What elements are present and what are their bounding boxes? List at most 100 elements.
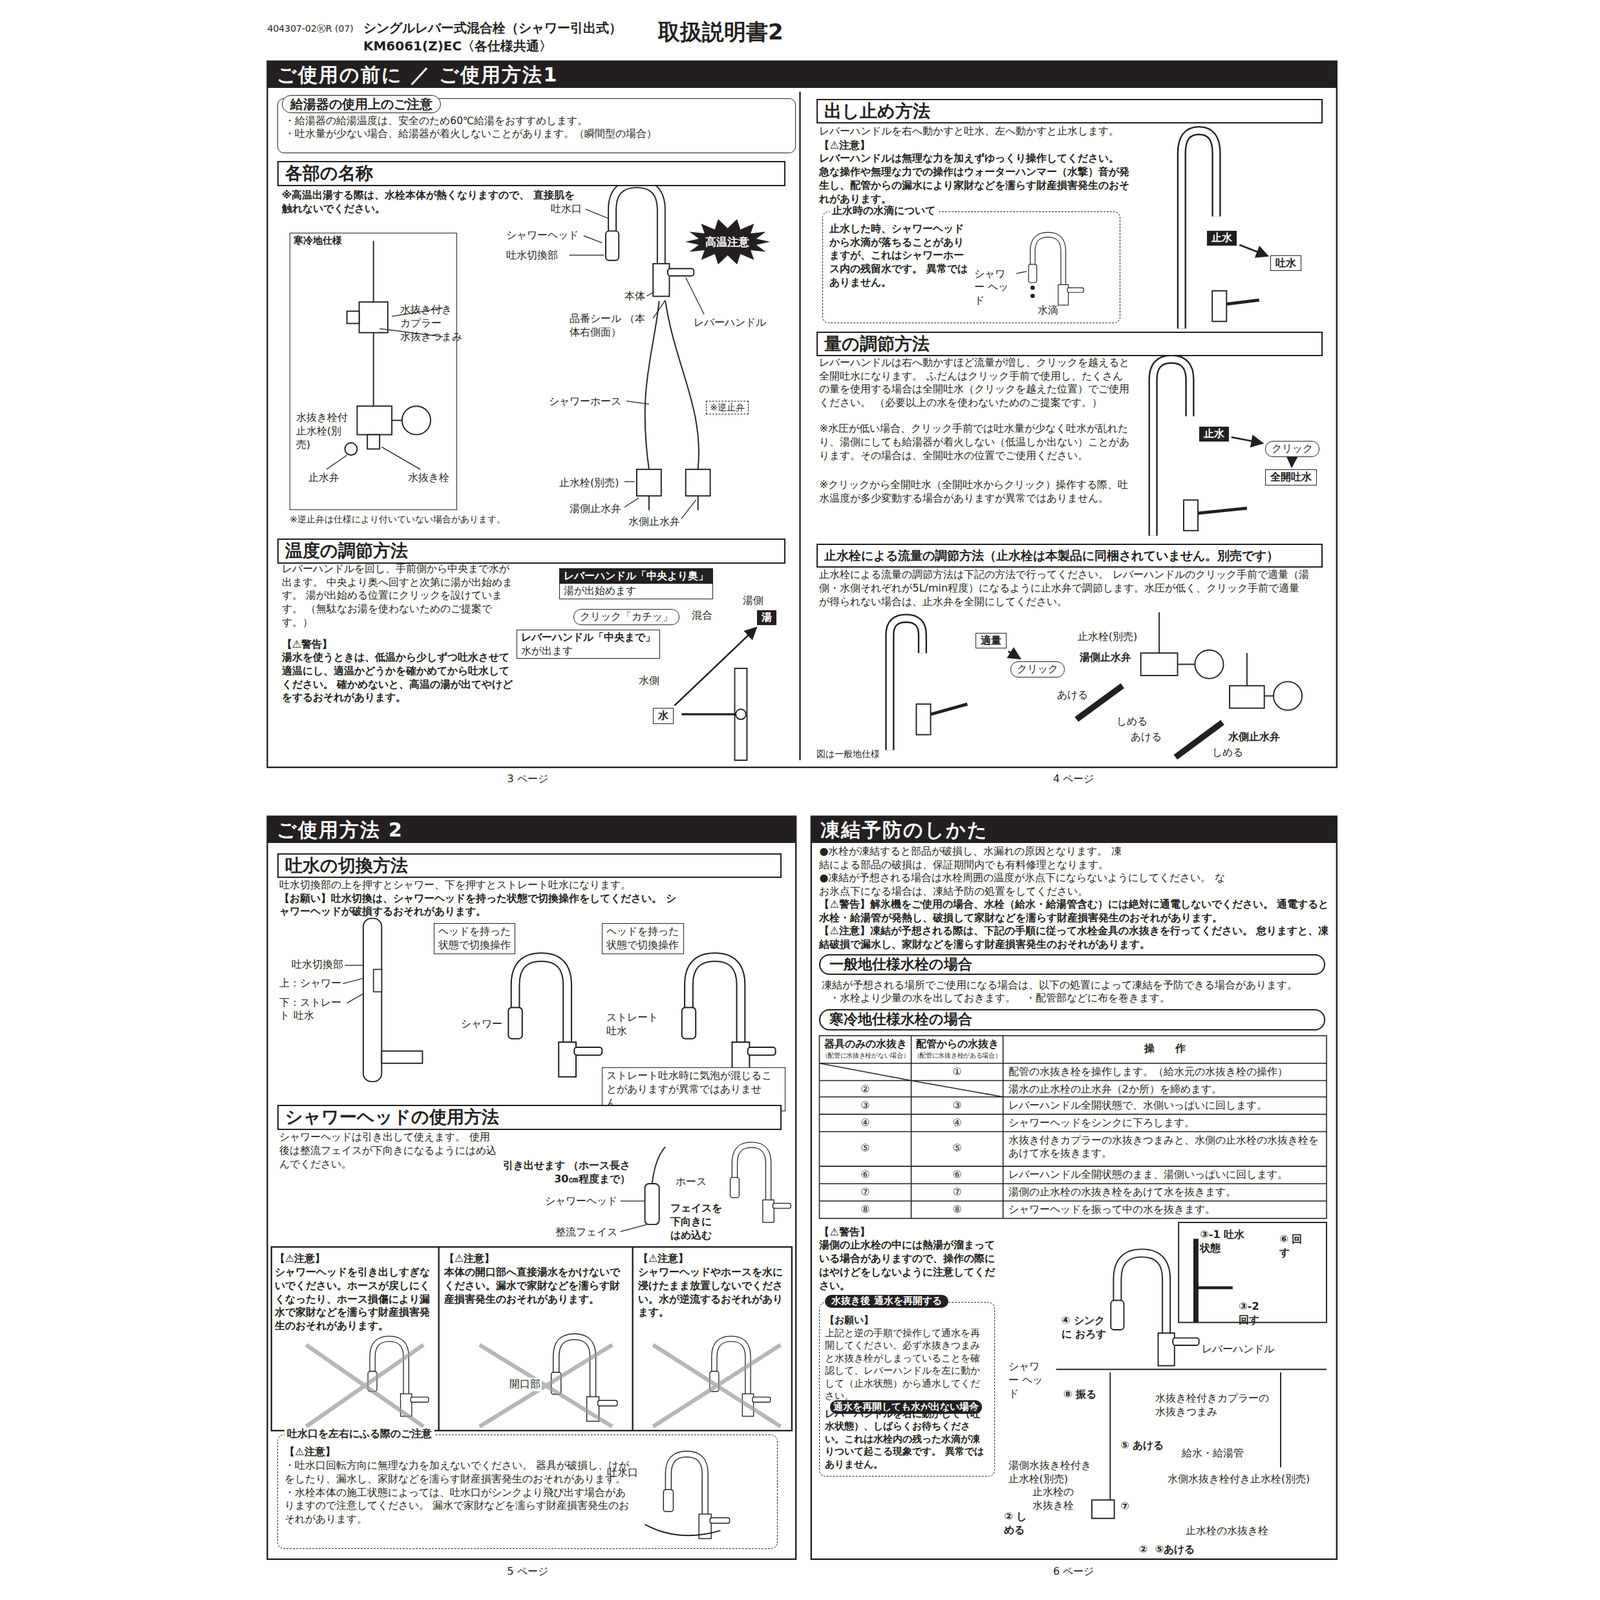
label: 引き出せます （ホース長さ30㎝程度まで） <box>490 1159 631 1187</box>
node-text: クリック <box>1016 662 1059 677</box>
node-text: 水 <box>658 709 669 723</box>
node-text: 一般地仕様水栓の場合 <box>829 955 1315 975</box>
click-tag: クリック <box>1265 440 1320 458</box>
hoses-and-valves-rect <box>636 469 662 496</box>
state-tag: 適量 <box>975 632 1007 650</box>
freeze-table <box>819 1035 1326 1219</box>
label: 上：シャワー <box>279 976 342 991</box>
label: （配管に水抜き栓がない場合） <box>819 1051 911 1060</box>
label: レバーハンドル <box>693 316 767 330</box>
label: ③ <box>819 1098 911 1113</box>
faucet-drawings-use <box>1028 234 1084 306</box>
node-text: 湯が出始めます <box>559 583 713 599</box>
leader-lines-line <box>585 209 609 219</box>
label: ④ <box>911 1116 1004 1131</box>
freeze-table-line <box>819 1165 1326 1167</box>
label: ストレート 吐水 <box>606 1011 662 1039</box>
hoses-and-valves-line <box>373 241 375 303</box>
state-tag: 湯 <box>757 610 777 626</box>
faucet-drawings-use <box>709 1338 771 1417</box>
freeze-table-line <box>911 1080 1004 1098</box>
note-box: ヘッドを持った状態で切換操作 <box>601 923 684 955</box>
label: 下：ストレート 吐水 <box>279 996 345 1024</box>
section-heading: 温度の調節方法 <box>277 538 786 564</box>
label: 4 ページ <box>1053 772 1094 787</box>
hoses-and-valves-path <box>665 301 699 470</box>
section-band: 凍結予防のしかた <box>811 816 1337 843</box>
label: ⑧ 振る <box>1063 1387 1097 1402</box>
freeze-table-line <box>819 1113 1326 1116</box>
node-text: 凍結予防のしかた <box>820 817 989 843</box>
callout-box: レバーハンドル「中央より奥」湯が出始めます <box>559 568 714 600</box>
label: シャワー <box>460 1017 503 1032</box>
node-text: 出し止め方法 <box>824 100 1315 122</box>
label: レバーハンドルを右へ動かすと吐水、左へ動かすと止水します。 <box>819 124 1120 139</box>
label: 3 ページ <box>506 772 548 787</box>
page-frames-line <box>631 1247 633 1431</box>
hoses-and-valves-line <box>697 495 699 511</box>
freeze-table-rect <box>819 1035 1326 1219</box>
leader-lines-line <box>647 291 655 296</box>
label: 吐水切換部の上を押すとシャワー、下を押すとストレート吐水になります。 <box>279 878 631 893</box>
side-view-faucets-path <box>1181 130 1217 329</box>
freeze-table-line <box>819 1062 1326 1065</box>
node-text: 止水した時、シャワーヘッドから水滴が落ちることがありますが、これはシャワーホース… <box>829 222 973 290</box>
label: 【⚠警告】解氷機をご使用の場合、水栓（給水・給湯管含む）には絶対に通電しないでく… <box>819 897 1330 926</box>
state-tag: 止水 <box>1206 230 1237 246</box>
click-tag: クリック <box>1010 661 1065 678</box>
label: フェイスを 下向きに はめ込む <box>670 1201 724 1242</box>
connector-arrow <box>1290 459 1293 467</box>
freeze-drawing-line <box>1280 1372 1282 1468</box>
valves-and-drivers-rect <box>1229 685 1265 709</box>
label: 水側止水弁 <box>1228 730 1280 745</box>
label: ホース <box>675 1175 707 1189</box>
node-text: レバーハンドルを右に動かして（吐水状態）、しばらくお待ちください。これは水栓内の… <box>824 1408 989 1472</box>
hoses-and-valves-line <box>391 419 403 421</box>
label: ※逆止弁は仕様により付いていない場合があります。 <box>289 513 506 525</box>
label: レバーハンドル <box>1201 1342 1275 1357</box>
label: ③-2 回す <box>1238 1300 1272 1328</box>
hoses-and-valves-circle <box>345 442 358 456</box>
prohibition-marks-line <box>479 1344 613 1427</box>
caution-column: 【⚠注意】本体の開口部へ直接湯水をかけないでください。漏水で家財などを濡らす財産… <box>442 1250 629 1308</box>
label: ② <box>1139 1543 1149 1557</box>
node-text: シャワーヘッドやホースを水に浸けたまま放置しないでください。水が逆流するおそれが… <box>638 1265 789 1320</box>
label: 湯水を使うときは、低温から少しずつ吐水させて適温にし、適温かどうかを確かめてから… <box>281 650 515 705</box>
node-text: 【⚠注意】 <box>444 1252 628 1266</box>
valves-and-drivers-circle <box>1273 681 1302 710</box>
node-text: 【お願い】 <box>824 1314 989 1328</box>
connector-arrow <box>674 627 757 706</box>
label: ⑤ <box>819 1141 911 1156</box>
side-view-faucets-rect <box>363 918 382 1083</box>
side-view-faucets-line <box>681 713 736 715</box>
side-view-faucets-circle <box>735 709 747 720</box>
node-text: 【⚠注意】 <box>274 1252 434 1266</box>
label: 【⚠警告】 <box>281 638 333 652</box>
label: 混合 <box>691 608 713 623</box>
label: 水抜き栓 <box>407 471 450 485</box>
leader-lines-line <box>326 455 348 470</box>
label: 【お願い】吐水切換は、シャワーヘッドを持った状態で切換操作をしてください。 シャ… <box>279 892 678 920</box>
hoses-and-valves-line <box>373 332 375 407</box>
label: 【⚠注意】凍結が予想される際は、下記の手順に従って水栓金具の水抜きを行ってくださ… <box>819 924 1330 952</box>
label: しめる <box>1116 714 1148 729</box>
node-text: 各部の名称 <box>285 162 778 184</box>
section-heading: 量の調節方法 <box>816 331 1323 357</box>
label: 開口部 <box>508 1377 542 1392</box>
label: 本体 <box>624 289 646 304</box>
label: ・配管部などに布を巻きます。 <box>1025 991 1171 1006</box>
note-tag: ※逆止弁 <box>705 400 749 414</box>
label: レバーハンドルを回し、手前側から中央まで水が出ます。 中央より奥へ回すと次第に湯… <box>281 562 515 630</box>
note-box: ヘッドを持った状態で切換操作 <box>433 923 516 955</box>
side-view-faucets-rect <box>645 1183 660 1225</box>
caution-column: 【⚠注意】シャワーヘッドやホースを水に浸けたまま放置しないでください。水が逆流す… <box>636 1250 790 1321</box>
leader-lines-line <box>583 235 602 244</box>
side-view-faucets-rect <box>373 969 383 993</box>
page-frames-rect <box>267 816 797 1560</box>
label: ⑥ 回す <box>1279 1232 1308 1260</box>
page-frames-line <box>438 1247 440 1431</box>
label: ●凍結が予想される場合は水栓周囲の温度が氷点下にならないようにしてください。 な… <box>819 871 1227 899</box>
leader-lines-line <box>624 497 639 507</box>
note-box: 止水時の水滴について止水した時、シャワーヘッドから水滴が落ちることがありますが、… <box>822 211 1121 324</box>
